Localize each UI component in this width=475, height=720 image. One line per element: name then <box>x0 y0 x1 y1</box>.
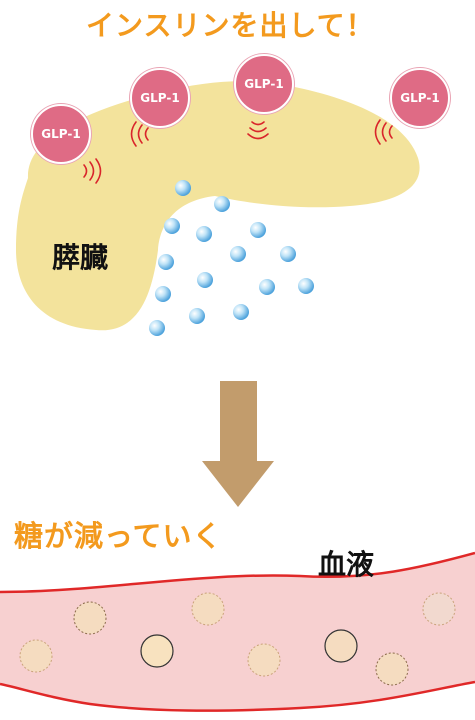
blood-vessel-shape <box>0 553 475 711</box>
signal-waves-icon <box>374 119 393 145</box>
glucose-particle-icon <box>247 643 281 677</box>
insulin-granule-icon <box>259 279 275 295</box>
insulin-granule-icon <box>250 222 266 238</box>
glp1-label: GLP-1 <box>140 91 180 105</box>
insulin-granule-icon <box>164 218 180 234</box>
glp1-label: GLP-1 <box>400 91 440 105</box>
insulin-granule-icon <box>214 196 230 212</box>
signal-waves-icon <box>247 121 269 140</box>
down-arrow-icon <box>202 381 274 507</box>
insulin-granule-icon <box>197 272 213 288</box>
insulin-granule-icon <box>196 226 212 242</box>
glp1-label: GLP-1 <box>41 127 81 141</box>
glp1-hormone: GLP-1 <box>234 54 294 114</box>
glp1-hormone: GLP-1 <box>31 104 91 164</box>
insulin-granule-icon <box>149 320 165 336</box>
vessel-bottom-wall <box>0 680 475 712</box>
glp1-hormone: GLP-1 <box>130 68 190 128</box>
glucose-particle-icon <box>73 601 107 635</box>
glp1-label: GLP-1 <box>244 77 284 91</box>
pancreas-shape <box>16 81 420 331</box>
insulin-request-heading: インスリンを出して！ <box>86 9 375 42</box>
glucose-particle-icon <box>375 652 409 686</box>
insulin-granule-icon <box>280 246 296 262</box>
insulin-granule-icon <box>158 254 174 270</box>
glp1-hormone: GLP-1 <box>390 68 450 128</box>
glucose-particles <box>19 592 456 686</box>
glucose-particle-icon <box>422 592 456 626</box>
insulin-granule-icon <box>230 246 246 262</box>
insulin-granule-icon <box>189 308 205 324</box>
insulin-granule-icon <box>175 180 191 196</box>
glucose-particle-icon <box>324 629 358 663</box>
sugar-decrease-heading: 糖が減っていく <box>14 519 223 553</box>
glucose-particle-icon <box>140 634 174 668</box>
glucose-particle-icon <box>19 639 53 673</box>
pancreas-label: 膵臓 <box>52 241 109 274</box>
insulin-granule-icon <box>298 278 314 294</box>
signal-waves-icon <box>130 121 149 147</box>
insulin-granule-icon <box>233 304 249 320</box>
signal-waves-icon <box>83 158 102 184</box>
blood-label: 血液 <box>318 548 375 581</box>
glucose-particle-icon <box>191 592 225 626</box>
insulin-granule-icon <box>155 286 171 302</box>
insulin-granules <box>149 180 314 336</box>
vessel-top-wall <box>0 551 475 594</box>
